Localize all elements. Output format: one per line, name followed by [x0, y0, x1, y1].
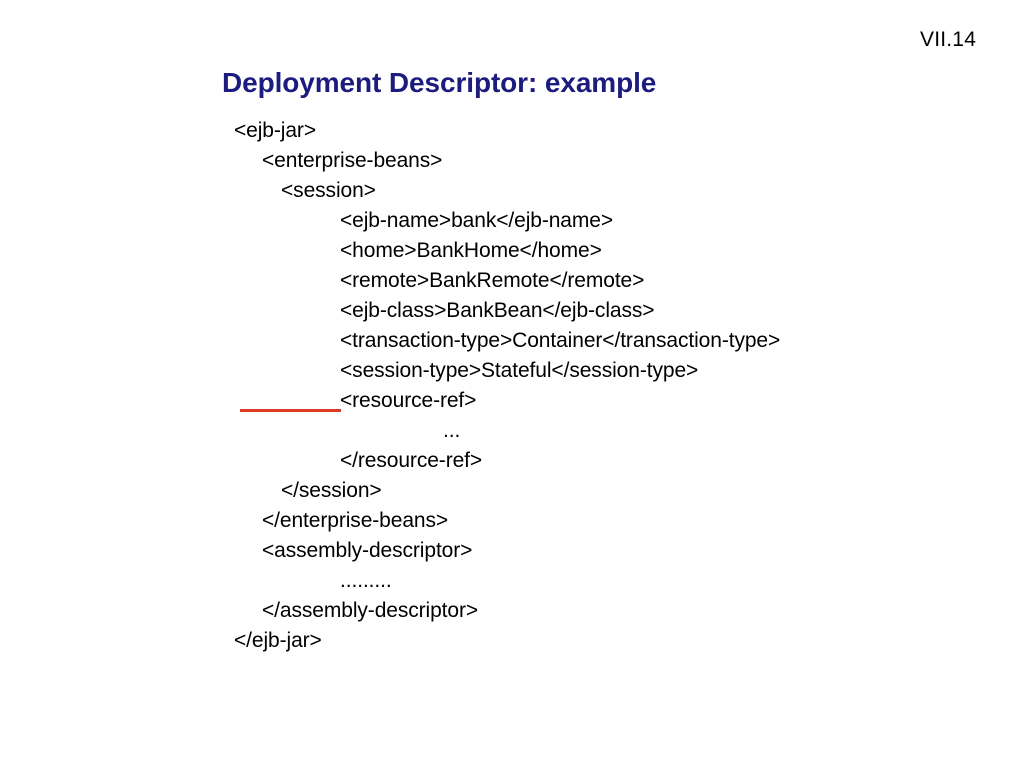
- code-line: </enterprise-beans>: [0, 506, 1024, 536]
- code-line-text: <remote>BankRemote</remote>: [340, 269, 645, 292]
- code-line-text: </enterprise-beans>: [262, 509, 449, 532]
- code-line: <ejb-name>bank</ejb-name>: [0, 206, 1024, 236]
- code-line: </session>: [0, 476, 1024, 506]
- code-line-text: .........: [340, 569, 392, 592]
- code-line: </resource-ref>: [0, 446, 1024, 476]
- code-line: </ejb-jar>: [0, 626, 1024, 656]
- code-line: <remote>BankRemote</remote>: [0, 266, 1024, 296]
- page-number: VII.14: [920, 28, 977, 51]
- code-line-text: <enterprise-beans>: [262, 149, 443, 172]
- code-line-text: </ejb-jar>: [234, 629, 322, 652]
- code-line: ...: [0, 416, 1024, 446]
- page-title: Deployment Descriptor: example: [222, 66, 657, 98]
- code-line-text: <home>BankHome</home>: [340, 239, 602, 262]
- code-line-text: </assembly-descriptor>: [262, 599, 479, 622]
- code-line-text: <ejb-name>bank</ejb-name>: [340, 209, 614, 232]
- code-line-text: </resource-ref>: [340, 449, 483, 472]
- code-line: <ejb-class>BankBean</ejb-class>: [0, 296, 1024, 326]
- xml-code-listing: <ejb-jar> <enterprise-beans> <session> <ejb…: [0, 116, 1024, 656]
- code-line-text: </session>: [281, 479, 382, 502]
- code-line: <ejb-jar>: [0, 116, 1024, 146]
- code-line: <session-type>Stateful</session-type>: [0, 356, 1024, 386]
- code-line: <transaction-type>Container</transaction…: [0, 326, 1024, 356]
- code-line-text: <assembly-descriptor>: [262, 539, 473, 562]
- code-line: <resource-ref>: [0, 386, 1024, 416]
- code-line-text: <ejb-jar>: [234, 119, 316, 142]
- code-line-text: <resource-ref>: [340, 389, 477, 412]
- code-line: <assembly-descriptor>: [0, 536, 1024, 566]
- code-line: <enterprise-beans>: [0, 146, 1024, 176]
- code-line: </assembly-descriptor>: [0, 596, 1024, 626]
- code-line: <home>BankHome</home>: [0, 236, 1024, 266]
- code-line-text: ...: [443, 419, 461, 442]
- code-line-text: <ejb-class>BankBean</ejb-class>: [340, 299, 655, 322]
- resource-ref-underline-marker: [240, 409, 341, 412]
- code-line-text: <session>: [281, 179, 376, 202]
- code-line-text: <transaction-type>Container</transaction…: [340, 329, 781, 352]
- code-line-text: <session-type>Stateful</session-type>: [340, 359, 699, 382]
- code-line: .........: [0, 566, 1024, 596]
- code-line: <session>: [0, 176, 1024, 206]
